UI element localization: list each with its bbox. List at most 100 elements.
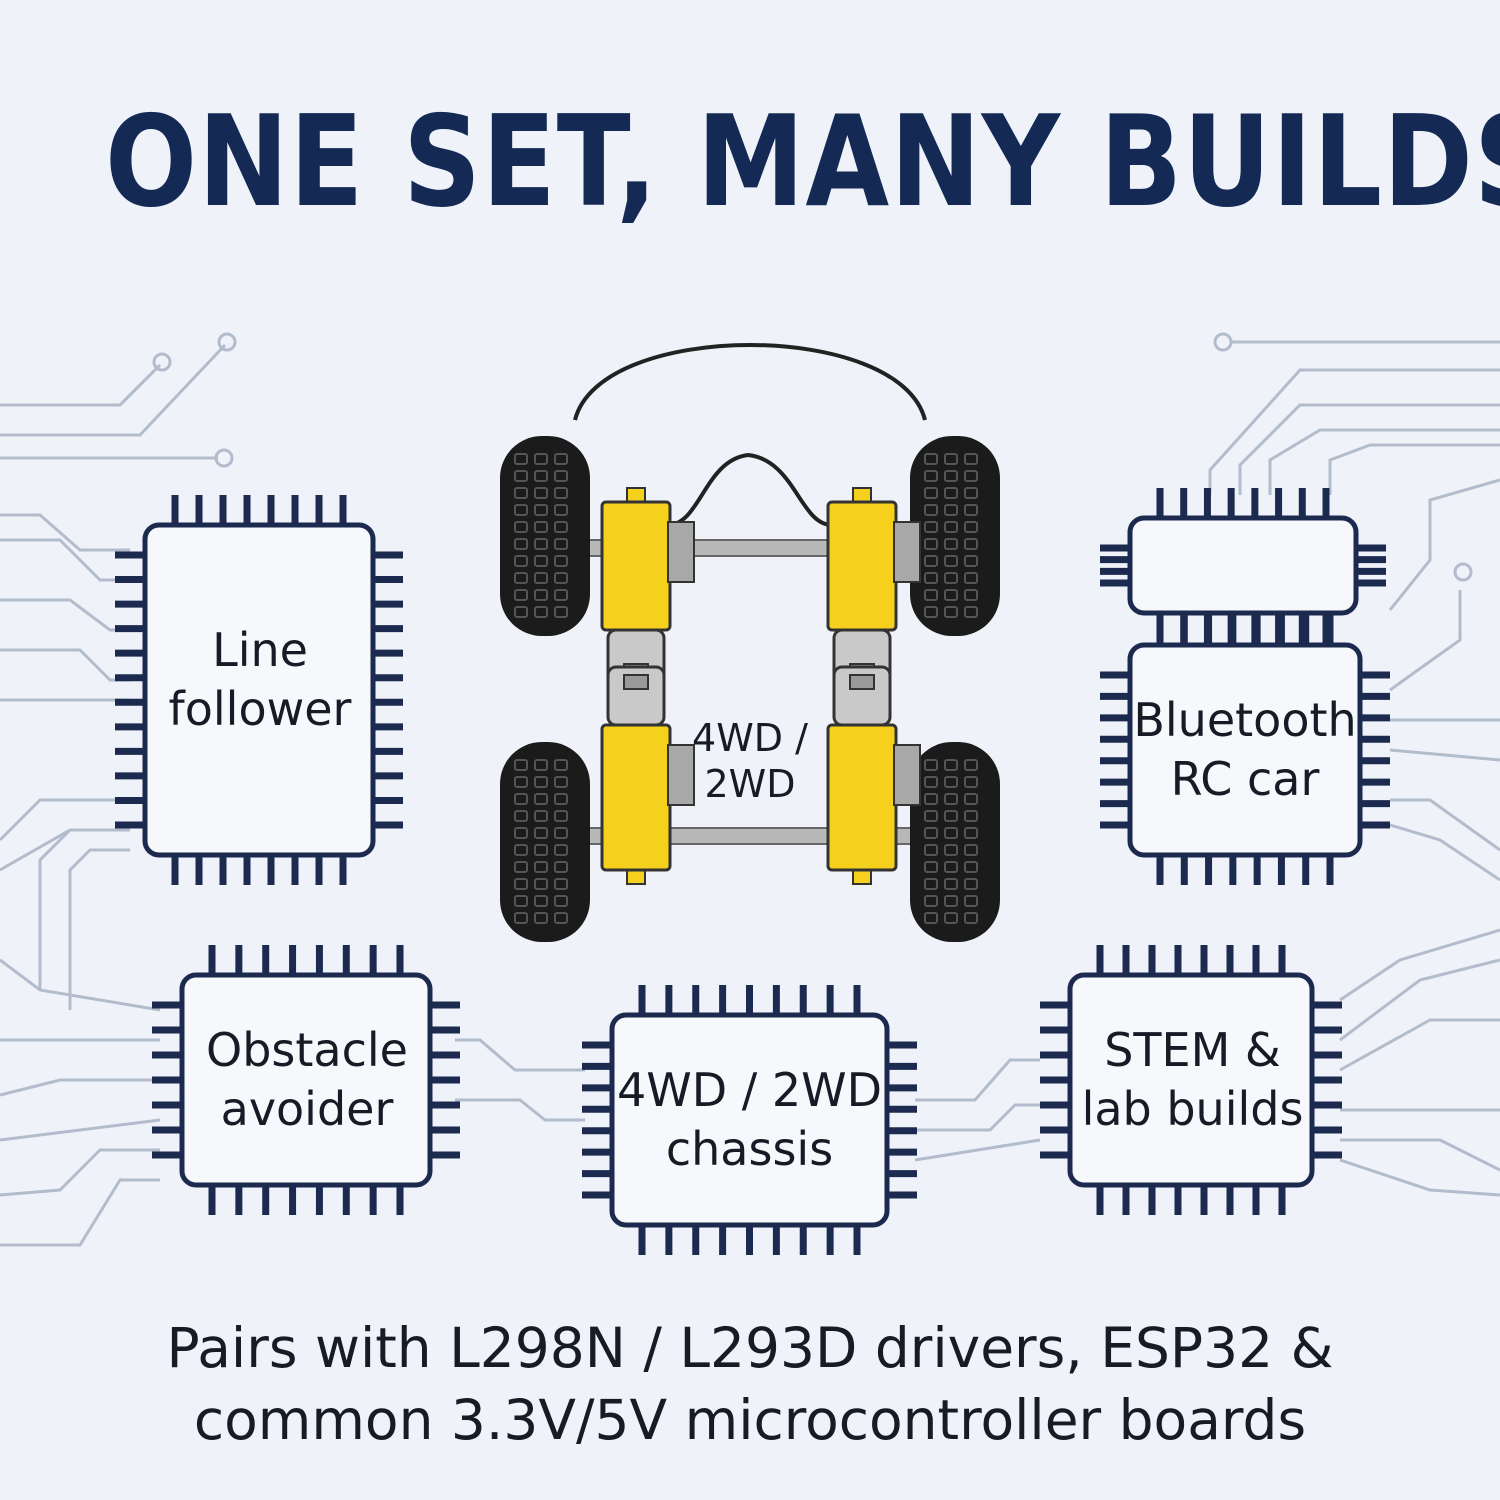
- tire-tread: [554, 504, 568, 516]
- motor-can: [832, 665, 892, 727]
- tire-tread: [514, 912, 528, 924]
- tire: [500, 742, 590, 942]
- tire-tread: [924, 589, 938, 601]
- tire-tread: [514, 555, 528, 567]
- tire-tread: [924, 504, 938, 516]
- tire-tread: [964, 895, 978, 907]
- tire-tread: [514, 878, 528, 890]
- tire-tread: [924, 487, 938, 499]
- chip-chassis: [582, 985, 917, 1255]
- tire-tread: [534, 538, 548, 550]
- tire-tread: [514, 759, 528, 771]
- chip-stem: [1040, 945, 1342, 1215]
- chip-body: [1127, 642, 1363, 858]
- wheel: [910, 742, 1000, 942]
- tire-tread: [924, 555, 938, 567]
- gear-motor: [600, 487, 695, 690]
- tire-tread: [514, 453, 528, 465]
- tire-tread: [964, 827, 978, 839]
- tire-tread: [554, 912, 568, 924]
- tire-tread: [944, 606, 958, 618]
- tire-tread: [514, 776, 528, 788]
- tire-tread: [514, 895, 528, 907]
- tire-tread: [964, 572, 978, 584]
- tire-tread: [554, 776, 568, 788]
- chip-obstacle-line2: avoider: [220, 1082, 394, 1136]
- tire-tread: [534, 861, 548, 873]
- tire-tread: [514, 827, 528, 839]
- tire-tread: [924, 776, 938, 788]
- chip-body: [1067, 972, 1315, 1188]
- motor-mount: [667, 521, 695, 583]
- tire-tread: [944, 912, 958, 924]
- tire-tread: [534, 759, 548, 771]
- tire-tread: [554, 538, 568, 550]
- chip-label-chassis: 4WD / 2WD chassis: [612, 1050, 887, 1190]
- tire-tread: [534, 878, 548, 890]
- tire-tread: [964, 487, 978, 499]
- tire-tread: [944, 827, 958, 839]
- tire: [910, 742, 1000, 942]
- tire-tread: [924, 895, 938, 907]
- tire-tread: [534, 793, 548, 805]
- tire-tread: [944, 589, 958, 601]
- tire-tread: [944, 793, 958, 805]
- tire-tread: [964, 555, 978, 567]
- tire-tread: [514, 504, 528, 516]
- tire-tread: [534, 810, 548, 822]
- wire-arc: [573, 343, 927, 421]
- tire-tread: [554, 878, 568, 890]
- tire-tread: [944, 810, 958, 822]
- car-label-line2: 2WD: [704, 761, 796, 806]
- tire-tread: [944, 776, 958, 788]
- tire-tread: [514, 538, 528, 550]
- tire-tread: [534, 453, 548, 465]
- tire-tread: [924, 521, 938, 533]
- tire-tread: [534, 555, 548, 567]
- motor-mount: [893, 521, 921, 583]
- tire-tread: [534, 572, 548, 584]
- tire-tread: [944, 759, 958, 771]
- chip-stem-line1: STEM &: [1104, 1023, 1281, 1078]
- tire-tread: [554, 555, 568, 567]
- tire-tread: [534, 504, 548, 516]
- tire-tread: [534, 844, 548, 856]
- tire-tread: [964, 538, 978, 550]
- chip-body: [179, 972, 433, 1188]
- tire-tread: [964, 606, 978, 618]
- tire-tread: [534, 521, 548, 533]
- circuit-traces: [0, 332, 1500, 1247]
- chip-line-follower: [115, 495, 403, 885]
- tire-tread: [944, 555, 958, 567]
- motor-gearbox: [600, 500, 672, 632]
- motor-terminal: [849, 674, 875, 690]
- tire-tread: [514, 521, 528, 533]
- tire-tread: [964, 470, 978, 482]
- tire-tread: [924, 844, 938, 856]
- chip-chassis-line2: chassis: [665, 1122, 834, 1176]
- tire-tread: [924, 827, 938, 839]
- motor-mount: [667, 744, 695, 806]
- tire-tread: [514, 793, 528, 805]
- gear-motor: [826, 487, 921, 690]
- tire-tread: [554, 572, 568, 584]
- chip-stem-line2: lab builds: [1081, 1082, 1304, 1136]
- tire-tread: [944, 521, 958, 533]
- tire-tread: [944, 861, 958, 873]
- tire-tread: [944, 453, 958, 465]
- footer-caption: Pairs with L298N / L293D drivers, ESP32 …: [0, 1312, 1500, 1456]
- page-title: ONE SET, MANY BUILDS: [105, 88, 1500, 235]
- motor-shaft: [852, 487, 872, 503]
- tire-tread: [964, 589, 978, 601]
- tire-tread: [554, 759, 568, 771]
- tire-tread: [924, 878, 938, 890]
- motor-shaft: [626, 487, 646, 503]
- tire-tread: [944, 487, 958, 499]
- wheel: [500, 742, 590, 942]
- tire: [910, 436, 1000, 636]
- tire-tread: [534, 827, 548, 839]
- tire-tread: [964, 912, 978, 924]
- car-chassis-illustration: [500, 343, 1000, 942]
- chip-label-line-follower: Line follower: [145, 580, 375, 780]
- motor-shaft: [852, 869, 872, 885]
